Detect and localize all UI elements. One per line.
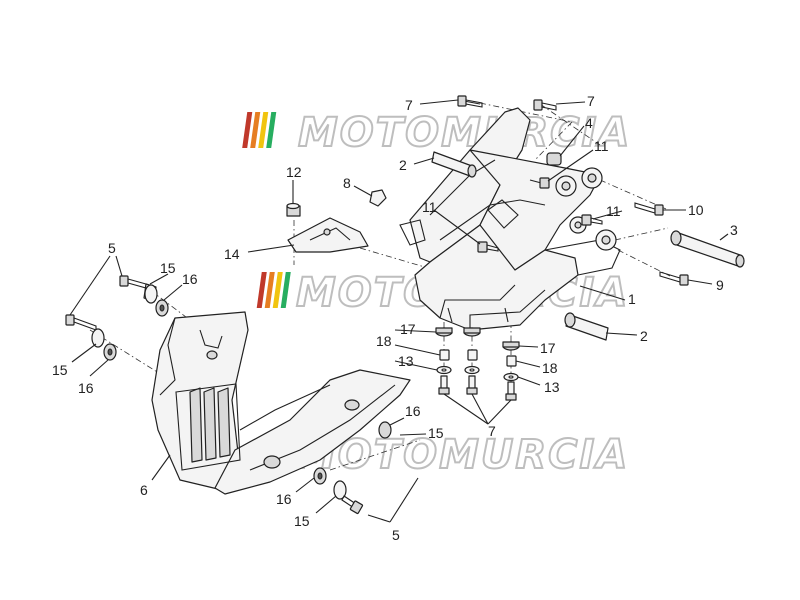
bolt-7-lower-mid xyxy=(466,375,478,395)
callout-4: 4 xyxy=(585,115,593,131)
callout-2: 2 xyxy=(640,328,648,344)
bracket-plate-14 xyxy=(287,217,369,253)
callout-16: 16 xyxy=(182,271,198,287)
callout-7: 7 xyxy=(587,93,595,109)
callout-labels: 7 7 4 2 11 8 12 11 11 10 3 14 9 1 2 5 15… xyxy=(52,93,738,543)
callout-12: 12 xyxy=(286,164,302,180)
bolt-5-left xyxy=(65,314,97,331)
bolt-11-upper xyxy=(529,177,550,189)
callout-16: 16 xyxy=(78,380,94,396)
bolt-7-lower-right xyxy=(505,381,517,401)
washer-15-left xyxy=(91,328,105,348)
callout-15: 15 xyxy=(428,425,444,441)
washer-13-mid xyxy=(464,365,480,375)
bushing-18-right xyxy=(506,355,517,367)
callout-1: 1 xyxy=(628,291,636,307)
callout-16: 16 xyxy=(276,491,292,507)
grommet-16-right xyxy=(378,421,392,439)
grommet-17-right xyxy=(502,341,520,351)
bushing-4 xyxy=(546,152,562,166)
washer-15-bottom xyxy=(333,480,347,500)
callout-15: 15 xyxy=(160,260,176,276)
grommet-17-left xyxy=(435,327,453,337)
callout-7: 7 xyxy=(488,423,496,439)
grommet-16-upper xyxy=(155,299,169,317)
bolt-7-top-right xyxy=(533,99,557,111)
washer-13-left xyxy=(436,365,452,375)
callout-15: 15 xyxy=(294,513,310,529)
callout-17: 17 xyxy=(400,321,416,337)
callout-3: 3 xyxy=(730,222,738,238)
bolt-10 xyxy=(634,202,664,216)
callout-2: 2 xyxy=(399,157,407,173)
leader-lines xyxy=(69,99,729,523)
bolt-11-middle xyxy=(477,241,499,253)
nut-12 xyxy=(286,202,301,217)
grommet-16-bottom xyxy=(313,467,327,485)
callout-16: 16 xyxy=(405,403,421,419)
callout-6: 6 xyxy=(140,482,148,498)
watermark-top: MOTOMURCIA xyxy=(242,109,631,157)
front-subframe-bracket xyxy=(399,107,621,331)
bolt-5-bottom xyxy=(341,495,364,515)
callout-5: 5 xyxy=(392,527,400,543)
bolt-5-upper xyxy=(119,275,147,289)
grommet-17-mid xyxy=(463,327,481,337)
callout-14: 14 xyxy=(224,246,240,262)
callout-11: 11 xyxy=(422,199,437,215)
callout-5: 5 xyxy=(108,240,116,256)
spacer-3 xyxy=(670,230,745,268)
callout-13: 13 xyxy=(398,353,414,369)
callout-7: 7 xyxy=(405,97,413,113)
callout-13: 13 xyxy=(544,379,560,395)
watermark-text: MOTOMURCIA xyxy=(298,110,631,156)
callout-11: 11 xyxy=(606,203,621,219)
grommet-16-left xyxy=(103,343,117,361)
bolt-9 xyxy=(659,271,689,286)
bolt-7-top-left xyxy=(457,95,483,108)
callout-9: 9 xyxy=(716,277,724,293)
washer-13-right xyxy=(503,372,519,382)
bolt-11-right xyxy=(581,214,603,226)
callout-11: 11 xyxy=(594,138,609,154)
bolt-7-lower-left xyxy=(438,375,450,395)
callout-18: 18 xyxy=(542,360,558,376)
spacer-2-bottom xyxy=(564,312,609,341)
callout-18: 18 xyxy=(376,333,392,349)
callout-8: 8 xyxy=(343,175,351,191)
callout-10: 10 xyxy=(688,202,704,218)
belly-pan-6 xyxy=(151,311,411,495)
bushing-18-mid xyxy=(467,349,478,361)
washer-15-upper xyxy=(143,283,158,304)
clip-8 xyxy=(369,189,387,207)
callout-17: 17 xyxy=(540,340,556,356)
bushing-18-left xyxy=(439,349,450,361)
watermark-text: MOTOMURCIA xyxy=(296,432,629,478)
callout-15: 15 xyxy=(52,362,68,378)
